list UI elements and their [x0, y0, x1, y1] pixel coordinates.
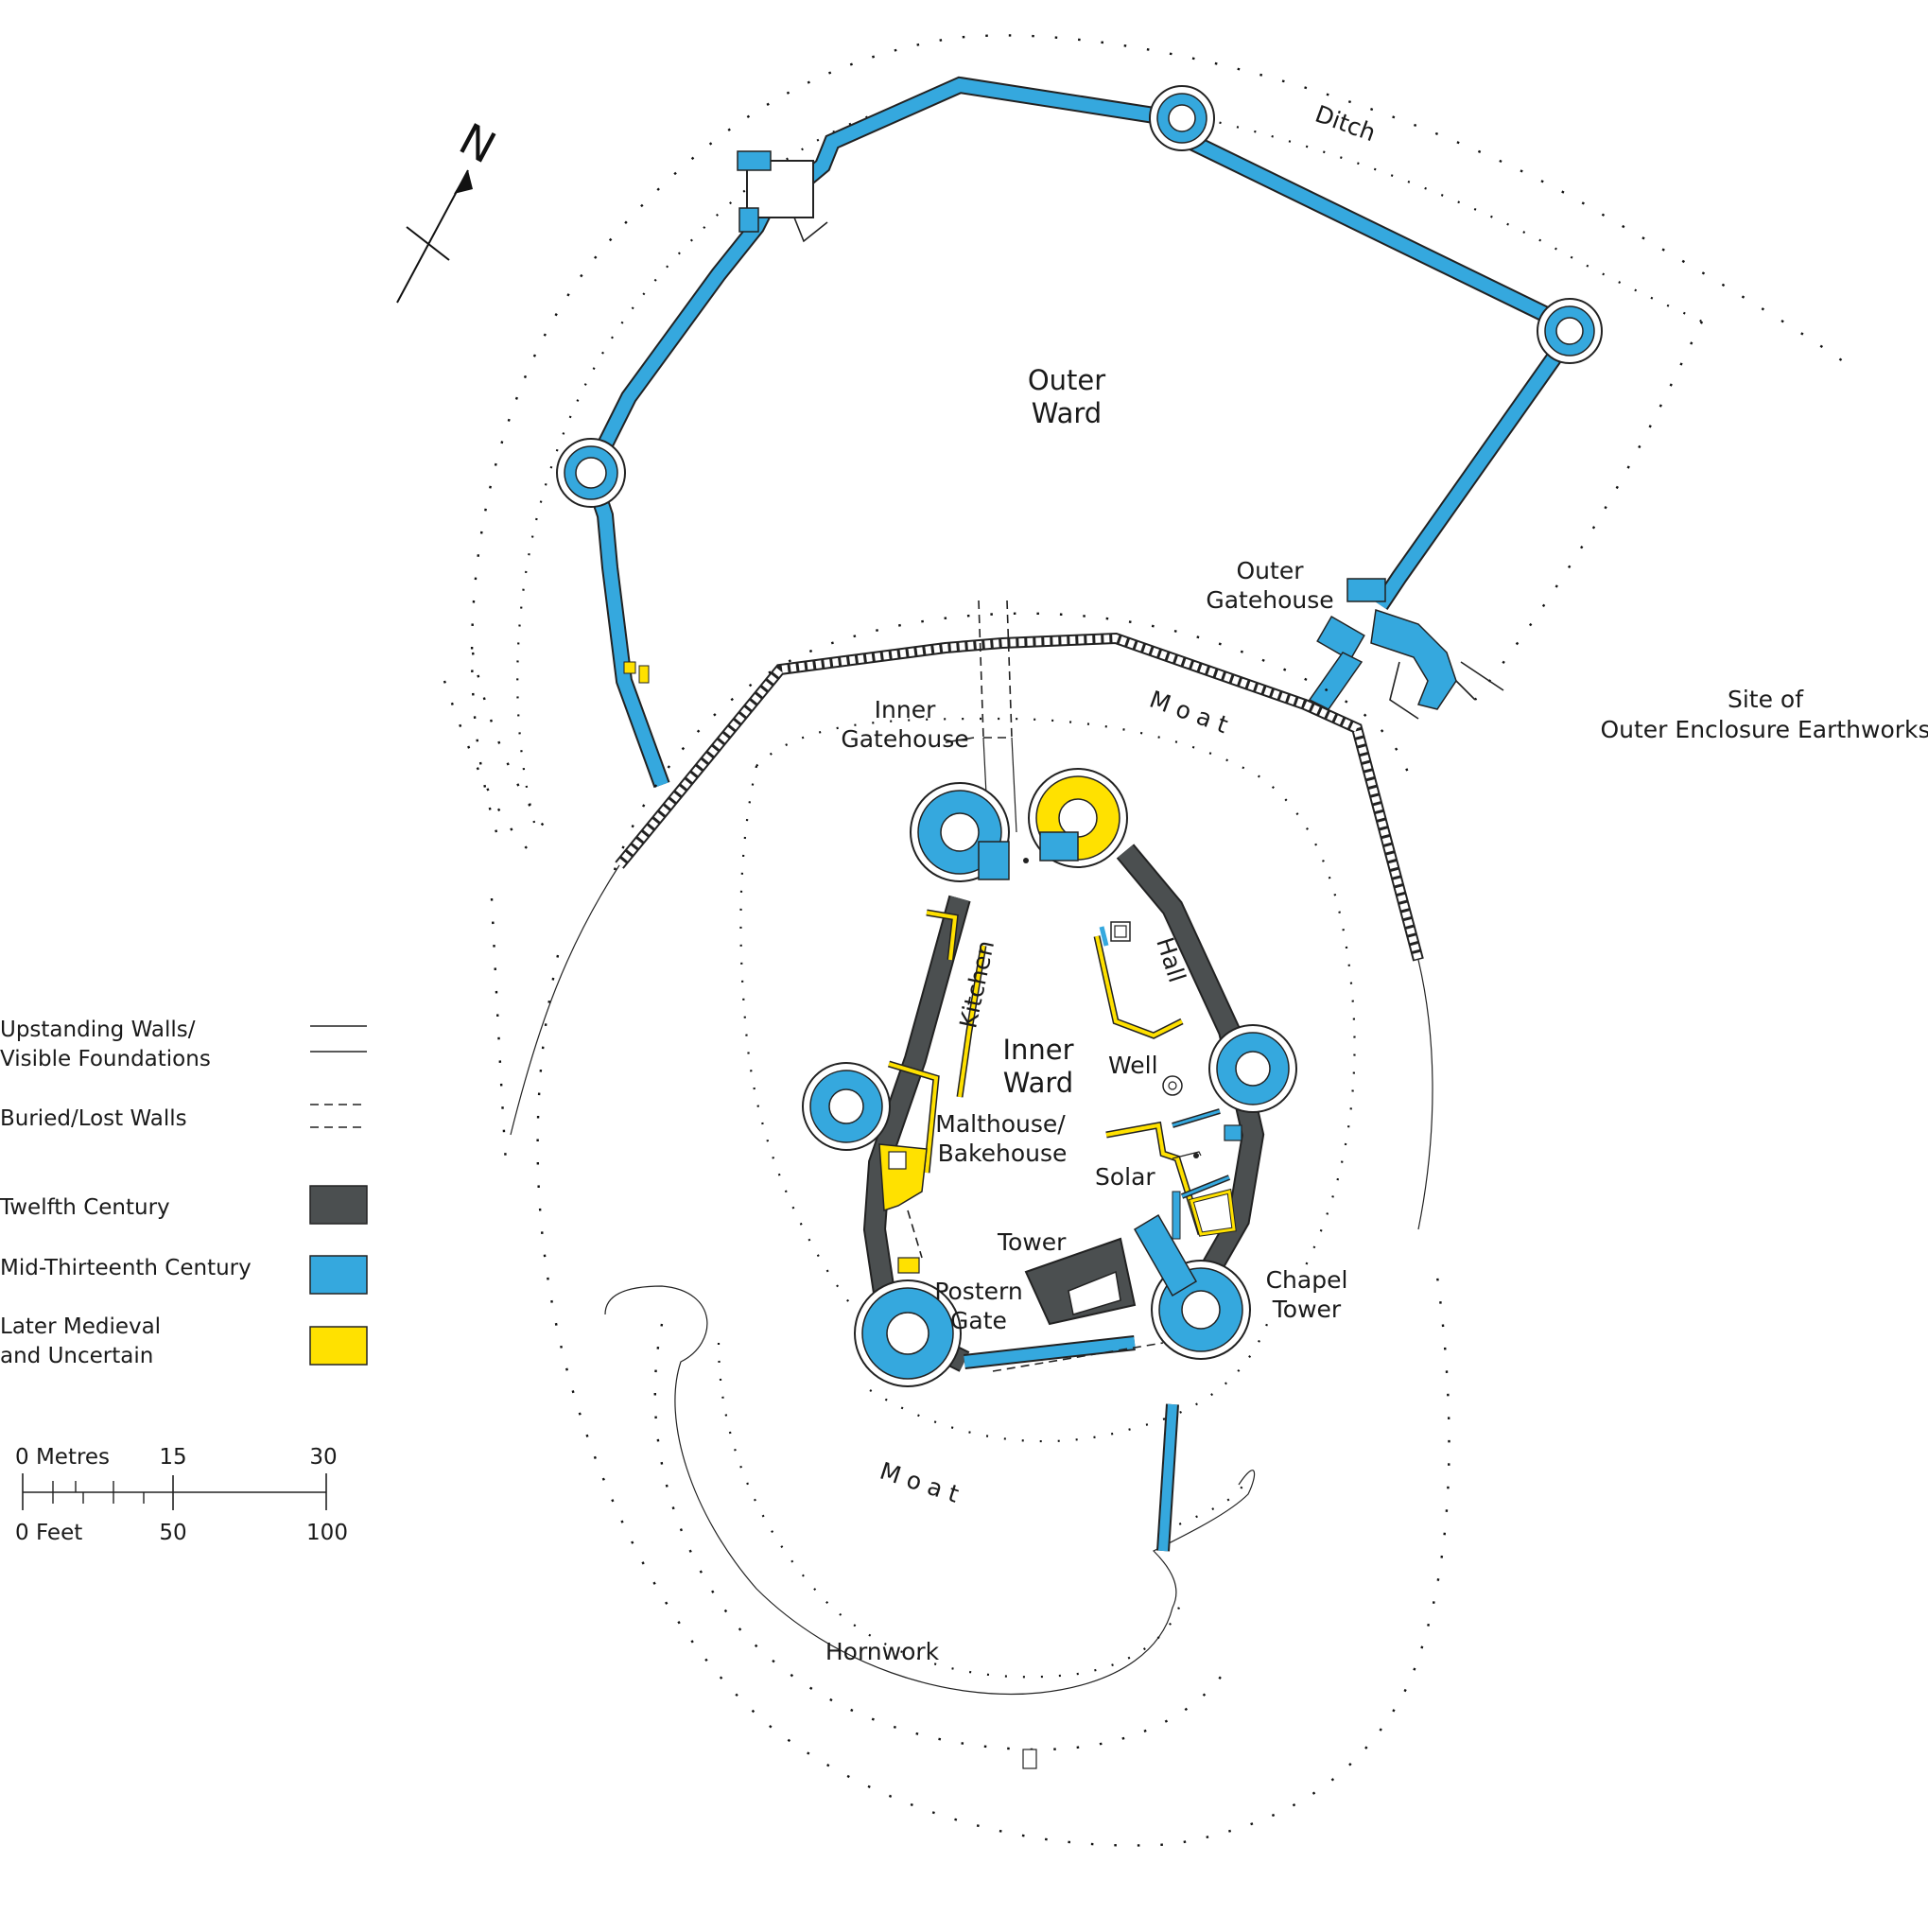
label-inner-ward: Inner: [1002, 1034, 1073, 1066]
label-outer-gatehouse: Outer: [1237, 557, 1305, 584]
label-site-outer-enclosure: Outer Enclosure Earthworks: [1600, 716, 1928, 743]
moat-bank: [510, 632, 1433, 1230]
scale-metres-end: 30: [309, 1445, 337, 1470]
scale-feet-end: 100: [306, 1521, 348, 1545]
legend-label-twelfth-century: Twelfth Century: [0, 1195, 170, 1220]
label-site-outer-enclosure: Site of: [1728, 686, 1804, 713]
map-labels: Outer Ward Ditch Outer Gatehouse Site of…: [825, 100, 1928, 1665]
scale-metres-mid: 15: [159, 1445, 186, 1470]
label-outer-gatehouse: Gatehouse: [1206, 586, 1333, 614]
label-inner-gatehouse: Gatehouse: [841, 725, 968, 753]
label-outer-ward: Ward: [1032, 397, 1102, 429]
label-chapel-tower: Tower: [1272, 1296, 1342, 1323]
legend-label-buried-walls: Buried/Lost Walls: [0, 1106, 187, 1131]
label-solar: Solar: [1095, 1163, 1155, 1191]
legend: Upstanding Walls/ Visible Foundations Bu…: [0, 1018, 368, 1368]
scale-bar: 0 Metres 15 30 0 Feet 50 100: [15, 1445, 348, 1545]
scale-feet-mid: 50: [159, 1521, 186, 1545]
legend-swatch-mid-thirteenth-century: [309, 1255, 368, 1295]
label-ditch: Ditch: [1311, 100, 1380, 148]
label-inner-ward: Ward: [1003, 1067, 1073, 1099]
label-inner-gatehouse: Inner: [875, 696, 936, 723]
label-moat-north: M o a t: [1146, 686, 1232, 740]
outer-ward-wall: [556, 76, 1603, 789]
legend-swatch-twelfth-century: [309, 1185, 368, 1225]
moat-hachures: [536, 612, 1450, 1847]
label-chapel-tower: Chapel: [1266, 1266, 1348, 1294]
scale-metres-label: 0 Metres: [15, 1445, 110, 1470]
label-kitchen: Kitchen: [954, 938, 999, 1031]
outer-ditch-hachures: [443, 34, 1854, 1164]
label-well: Well: [1108, 1052, 1158, 1079]
label-tower: Tower: [997, 1228, 1067, 1256]
label-postern-gate: Gate: [950, 1307, 1007, 1334]
north-arrow: N: [396, 113, 504, 304]
legend-label-later-medieval: and Uncertain: [0, 1344, 153, 1368]
label-malthouse-bakehouse: Malthouse/: [935, 1110, 1066, 1138]
scale-feet-label: 0 Feet: [15, 1521, 82, 1545]
legend-label-upstanding-walls: Visible Foundations: [0, 1047, 211, 1071]
label-outer-ward: Outer: [1028, 364, 1105, 396]
label-malthouse-bakehouse: Bakehouse: [938, 1140, 1068, 1167]
legend-label-later-medieval: Later Medieval: [0, 1314, 161, 1339]
legend-label-mid-thirteenth-century: Mid-Thirteenth Century: [0, 1256, 252, 1280]
legend-swatch-later-medieval: [309, 1326, 368, 1366]
label-hornwork: Hornwork: [825, 1638, 940, 1665]
legend-label-upstanding-walls: Upstanding Walls/: [0, 1018, 196, 1042]
hornwork: [604, 1285, 1256, 1769]
north-label: N: [451, 113, 504, 174]
internal-buildings: [878, 858, 1242, 1274]
inner-ward-towers: [802, 768, 1297, 1387]
outer-gatehouse: [1308, 578, 1504, 720]
inner-gatehouse-passage: [945, 600, 1017, 833]
label-moat-south: M o a t: [877, 1457, 963, 1508]
label-postern-gate: Postern: [934, 1278, 1022, 1305]
